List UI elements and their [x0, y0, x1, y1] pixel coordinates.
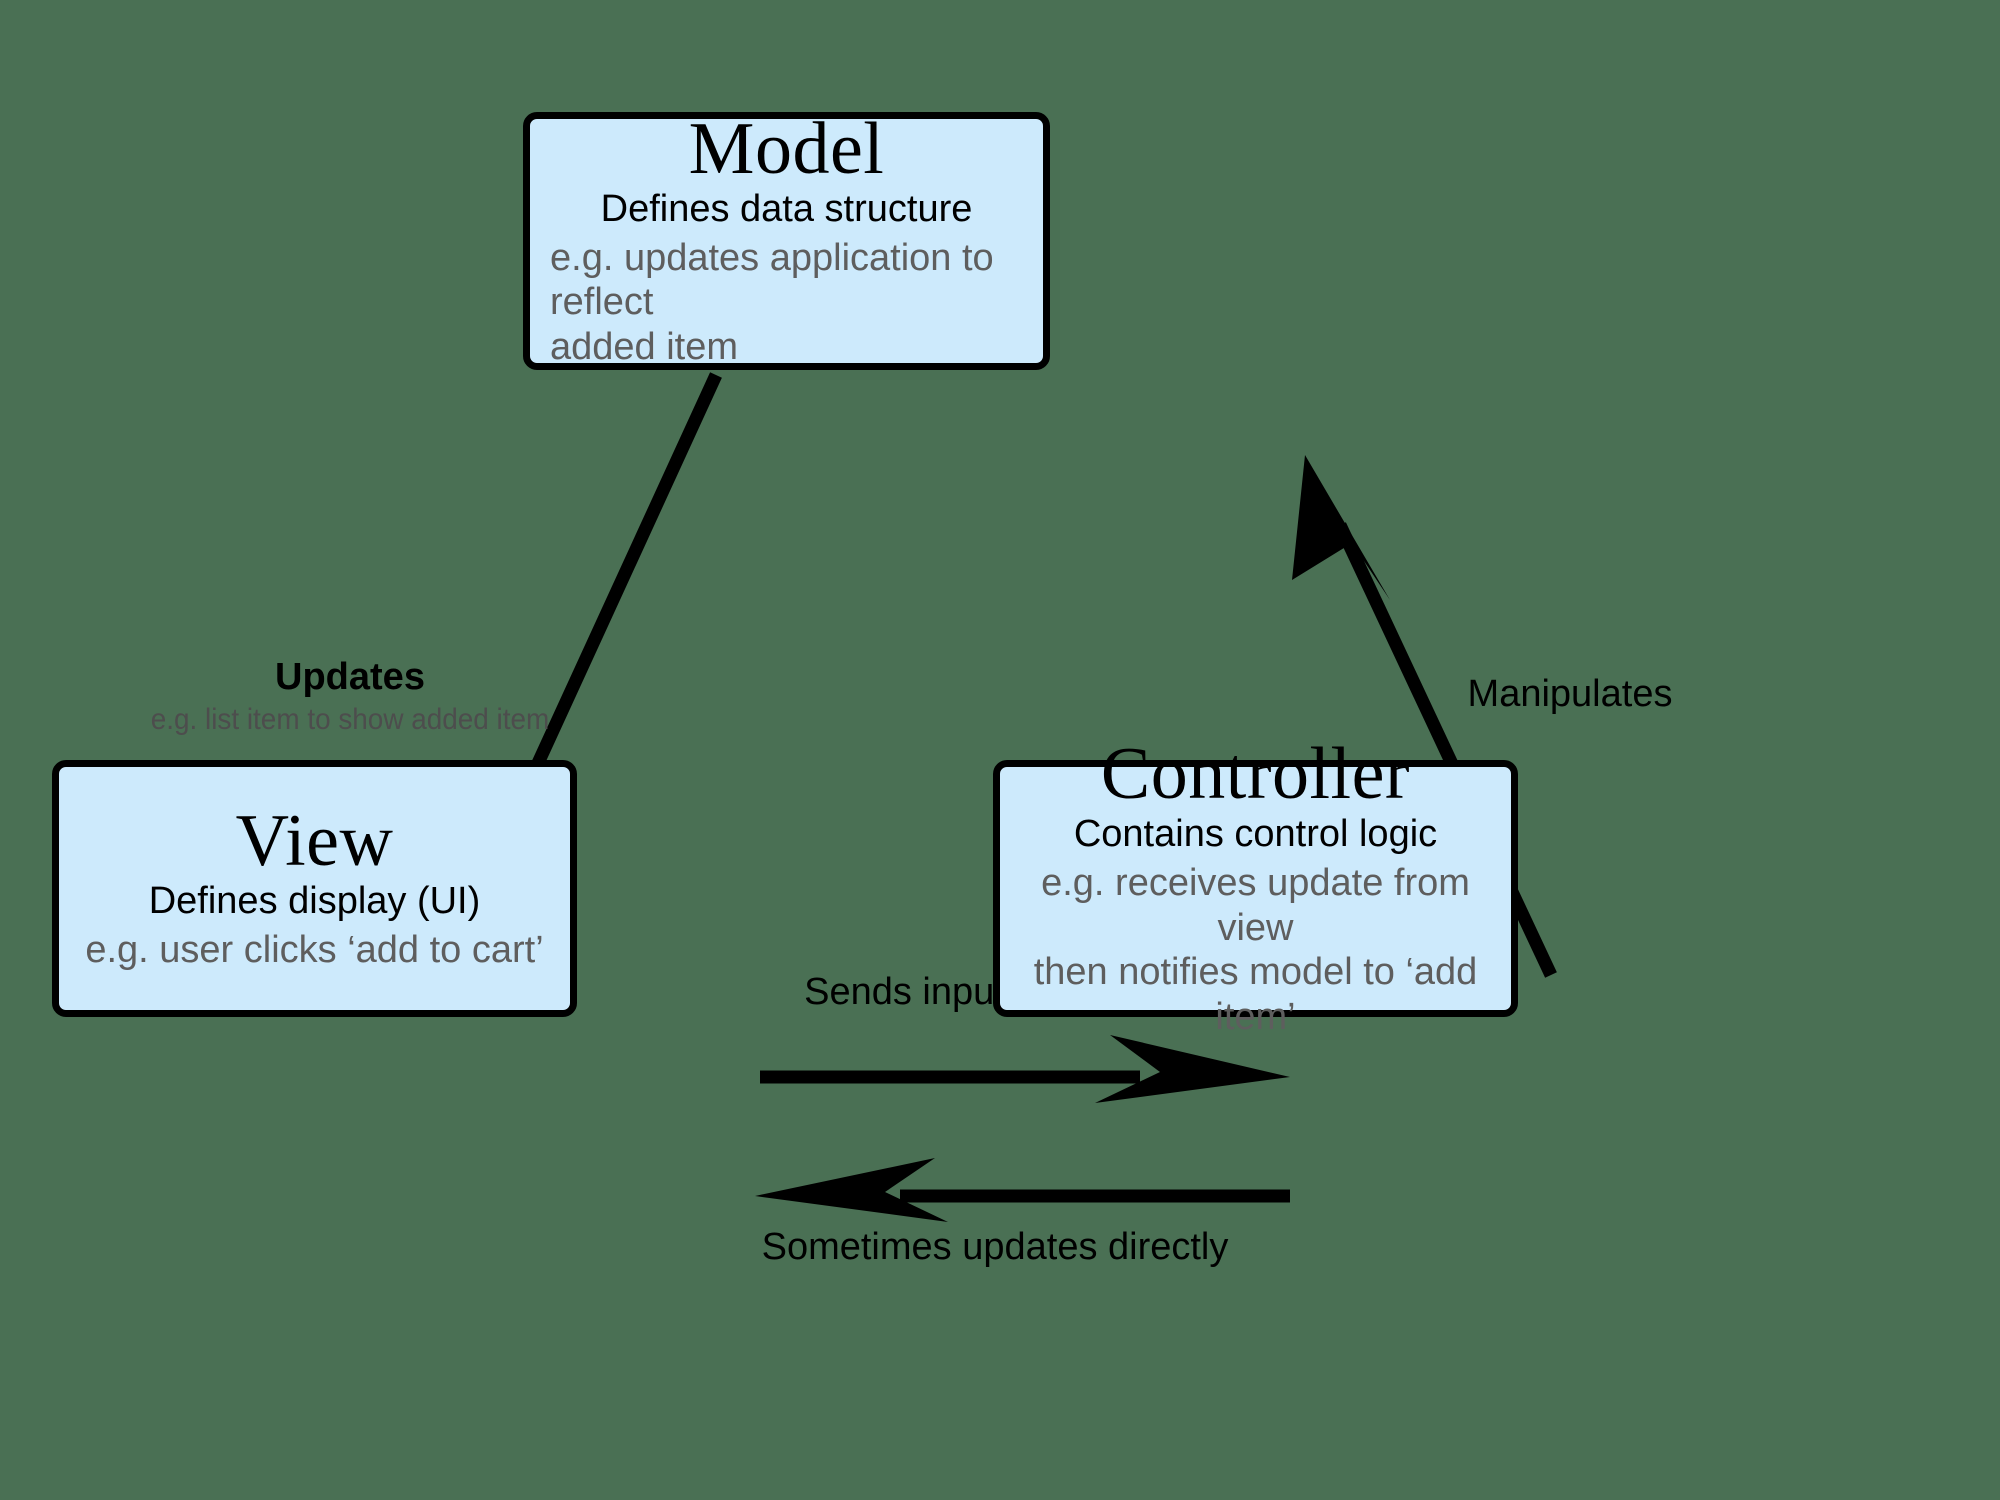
edge-label-updates-example: e.g. list item to show added item — [150, 702, 550, 736]
node-controller[interactable]: Controller Contains control logic e.g. r… — [993, 737, 1518, 1038]
edge-label-sometimes-updates: Sometimes updates directly — [760, 1225, 1230, 1271]
node-model-example-line2: added item — [550, 326, 739, 369]
arrow-view-to-controller — [760, 1035, 1290, 1103]
edge-label-sometimes-updates-main: Sometimes updates directly — [761, 1226, 1229, 1268]
node-view-example-line1: e.g. user clicks ‘add to cart’ — [85, 928, 544, 971]
node-view[interactable]: View Defines display (UI) e.g. user clic… — [52, 760, 577, 1017]
node-model-title: Model — [688, 107, 885, 190]
edge-label-updates-main: Updates — [275, 656, 425, 698]
arrow-controller-to-view — [755, 1158, 1290, 1222]
edge-label-updates: Updates e.g. list item to show added ite… — [130, 655, 570, 738]
node-controller-example-line2: then notifies model to ‘add item’ — [1033, 951, 1478, 1039]
node-controller-subtitle: Contains control logic — [1073, 813, 1438, 855]
node-model-example-line1: e.g. updates application to reflect — [550, 236, 994, 324]
edge-label-manipulates-main: Manipulates — [1467, 673, 1673, 715]
node-model-subtitle: Defines data structure — [600, 187, 973, 230]
node-model[interactable]: Model Defines data structure e.g. update… — [523, 112, 1050, 370]
node-view-subtitle: Defines display (UI) — [148, 880, 481, 923]
node-controller-example-line1: e.g. receives update from view — [1041, 861, 1470, 949]
node-view-title: View — [235, 800, 394, 883]
edge-label-manipulates: Manipulates — [1400, 672, 1740, 718]
node-controller-title: Controller — [1100, 733, 1411, 815]
